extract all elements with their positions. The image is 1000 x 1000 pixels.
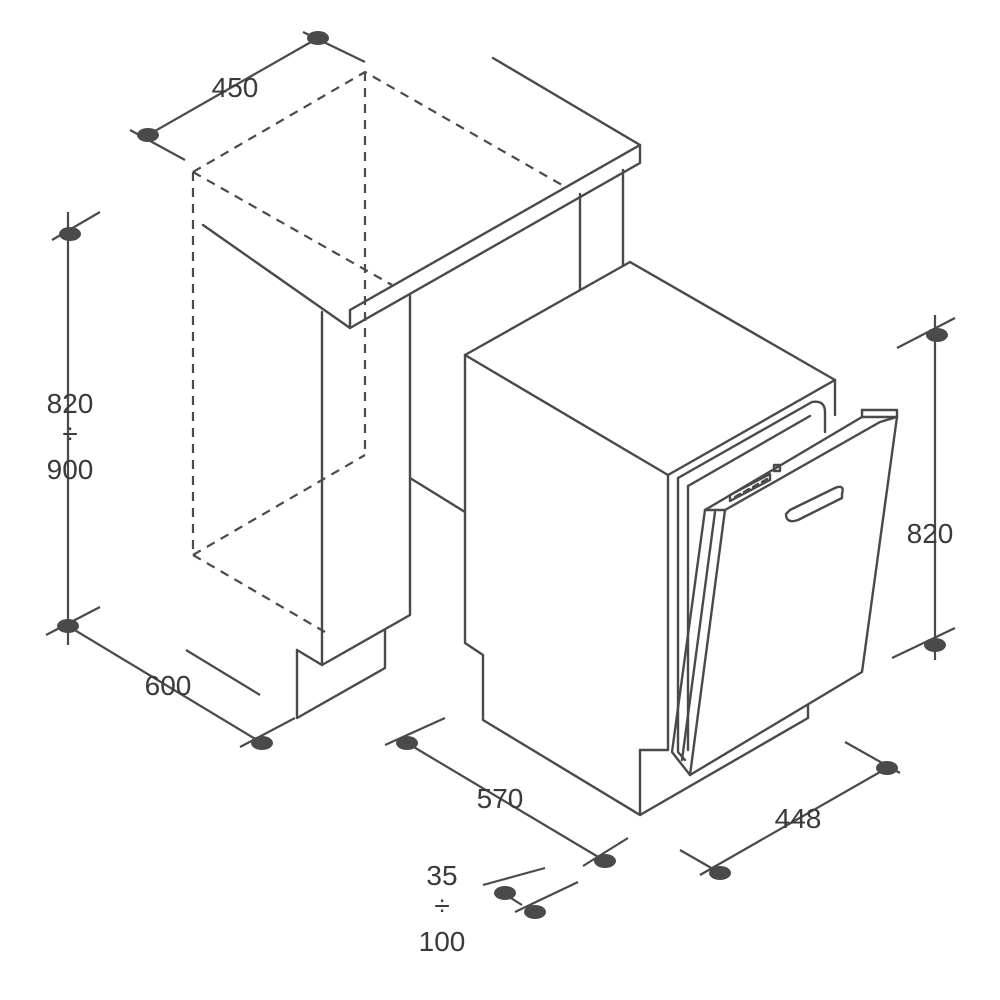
niche-height-divide-sign: ÷ (62, 418, 78, 449)
marker (307, 31, 329, 45)
niche-depth-label: 600 (144, 670, 192, 701)
marker (524, 905, 546, 919)
appliance-width-label: 448 (774, 803, 822, 834)
marker (137, 128, 159, 142)
appliance-depth-label: 570 (476, 783, 524, 814)
worktop-cabinet (201, 56, 642, 720)
dimension-lines (45, 31, 956, 913)
marker (59, 227, 81, 241)
niche-height-max-label: 900 (46, 454, 94, 485)
plinth-divide-sign: ÷ (434, 890, 450, 921)
marker (924, 638, 946, 652)
marker (494, 886, 516, 900)
niche-width-label: 450 (211, 72, 259, 103)
marker (396, 736, 418, 750)
niche-outline (191, 70, 563, 633)
niche-height-min-label: 820 (46, 388, 94, 419)
dishwasher (463, 260, 899, 817)
appliance-height-label: 820 (906, 518, 954, 549)
marker (594, 854, 616, 868)
marker (709, 866, 731, 880)
dimension-markers (57, 31, 948, 919)
marker (251, 736, 273, 750)
plinth-max-label: 100 (418, 926, 466, 957)
marker (926, 328, 948, 342)
marker (876, 761, 898, 775)
plinth-min-label: 35 (426, 860, 458, 891)
marker (57, 619, 79, 633)
